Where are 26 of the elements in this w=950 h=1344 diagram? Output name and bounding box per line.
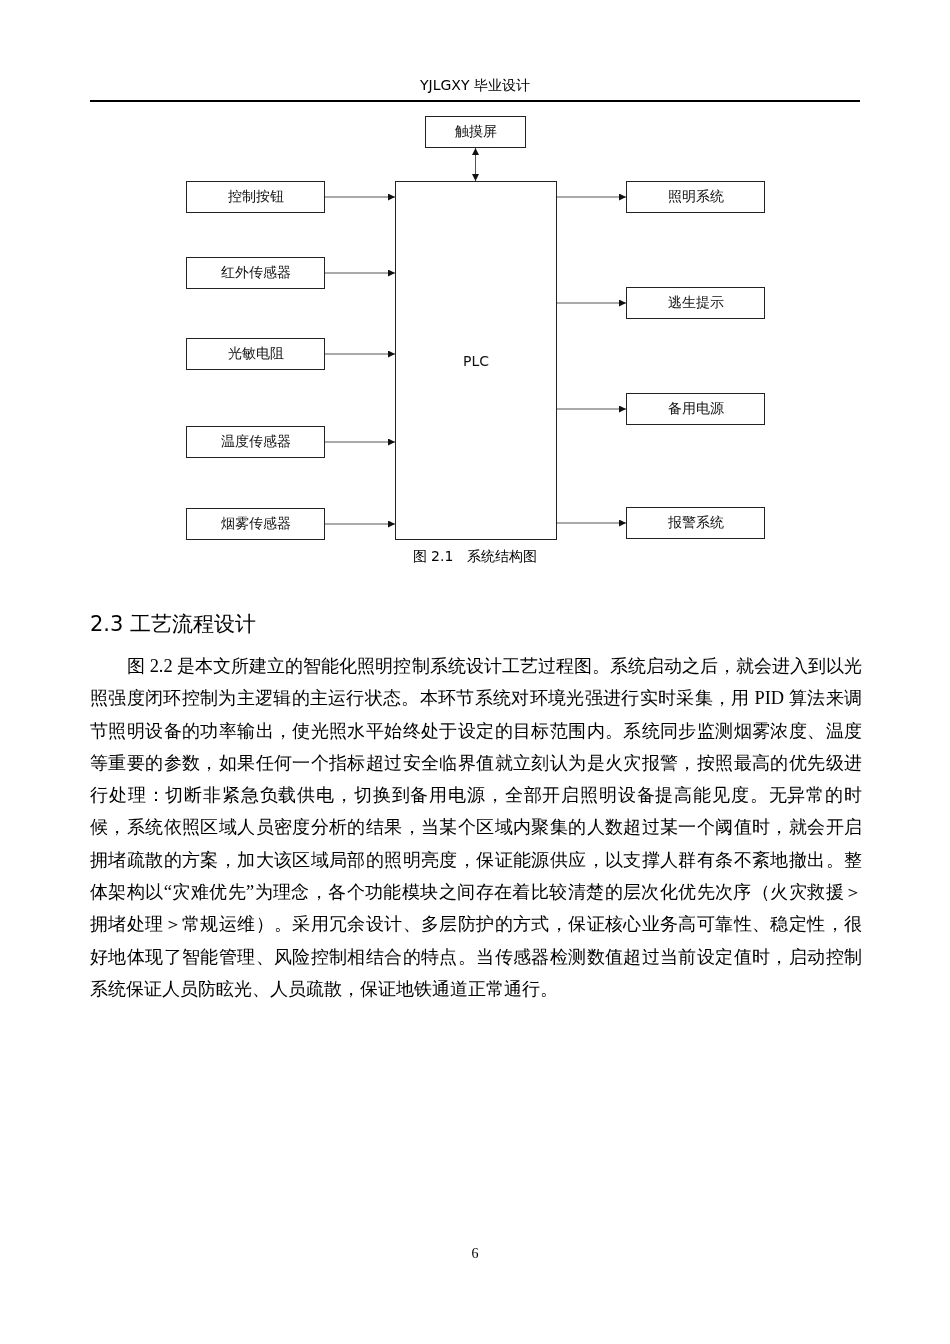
page-header: YJLGXY 毕业设计	[419, 77, 531, 95]
input-box: 红外传感器	[186, 257, 325, 289]
arrow	[324, 438, 396, 446]
figure-caption: 图 2.1 系统结构图	[411, 548, 539, 566]
arrow	[324, 193, 396, 201]
input-box: 温度传感器	[186, 426, 325, 458]
input-box: 控制按钮	[186, 181, 325, 213]
output-box: 照明系统	[626, 181, 765, 213]
output-box: 报警系统	[626, 507, 765, 539]
arrow	[556, 193, 627, 201]
arrow	[472, 147, 479, 182]
section-heading: 2.3 工艺流程设计	[90, 611, 257, 638]
controller-box: PLC	[395, 181, 557, 540]
input-box: 光敏电阻	[186, 338, 325, 370]
body-paragraph: 图 2.2 是本文所建立的智能化照明控制系统设计工艺过程图。系统启动之后，就会进入到以光照强度闭环控制为主逻辑的主运行状态。本环节系统对环境光强进行实时采集，用 PID 算法来调节照明设备的功率输出，使光照水平始终处于设定的目标范围内。系统同步监测烟雾浓度、温度等重要的参数，如果任何一个指标超过安全临界值就立刻认为是火灾报警，按照最高的优先级进行处理：切断非紧急负载供电，切换到备用电源，全部开启照明设备提高能见度。无异常的时候，系统依照区域人员密度分析的结果，当某个区域内聚集的人数超过某一个阈值时，就会开启拥堵疏散的方案，加大该区域局部的照明亮度，保证能源供应，以支撑人群有条不紊地撤出。整体架构以“灾难优先”为理念，各个功能模块之间存在着比较清楚的层次化优先次序（火灾救援＞拥堵处理＞常规运维）。采用冗余设计、多层防护的方式，保证核心业务高可靠性、稳定性，很好地体现了智能管理、风险控制相结合的特点。当传感器检测数值超过当前设定值时，启动控制系统保证人员防眩光、人员疏散，保证地铁通道正常通行。	[90, 655, 862, 1001]
arrow	[324, 520, 396, 528]
output-box: 逃生提示	[626, 287, 765, 319]
arrow	[556, 405, 627, 413]
input-box: 烟雾传感器	[186, 508, 325, 540]
page-number: 6	[470, 1246, 480, 1262]
arrow	[324, 269, 396, 277]
arrow	[556, 519, 627, 527]
arrow	[556, 299, 627, 307]
device-box: 触摸屏	[425, 116, 526, 148]
output-box: 备用电源	[626, 393, 765, 425]
arrow	[324, 350, 396, 358]
